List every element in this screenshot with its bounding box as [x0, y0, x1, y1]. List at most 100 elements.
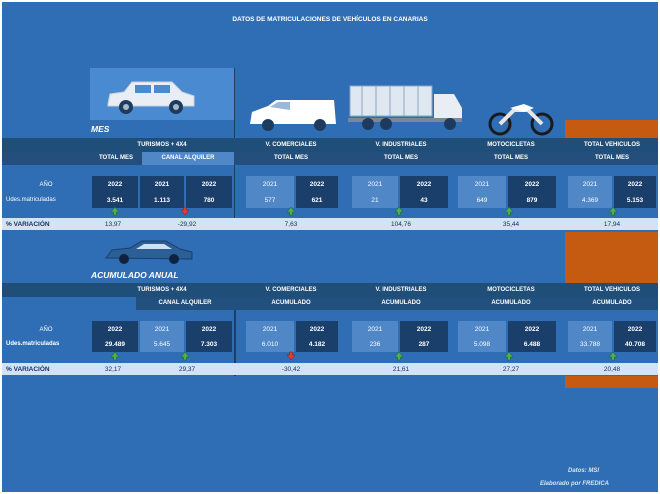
anual-section-label: ACUMULADO ANUAL [91, 270, 179, 280]
anual-total-year-2021: 2021 [568, 321, 612, 337]
anual-total-value-2021: 33.788 [568, 336, 612, 352]
mes-total-value-2021: 4.369 [568, 192, 612, 208]
anual-moto-var: 27,27 [502, 365, 520, 373]
mes-vcom-value-2021: 577 [246, 192, 294, 208]
anual-vcom-value-2021: 6.010 [246, 336, 294, 352]
mes-moto-value-2021: 649 [458, 192, 506, 208]
anual-turismos-header: TURISMOS + 4X4 [137, 287, 187, 293]
mes-header-band [2, 138, 658, 152]
anual-total-year-2022: 2022 [614, 321, 656, 337]
mes-vind-total-mes: TOTAL MES [383, 155, 418, 161]
mes-vcom-total-mes: TOTAL MES [273, 155, 308, 161]
mes-vind-var: 104,76 [391, 220, 411, 228]
anual-vcom-acumulado: ACUMULADO [271, 300, 311, 306]
anual-vcom-var: -30,42 [281, 365, 301, 373]
anual-alquiler-value-2021: 5.645 [140, 336, 184, 352]
mes-total-year-2021: 2021 [568, 176, 612, 192]
mes-vind-year-2021: 2021 [352, 176, 398, 192]
mes-vcom-year-2022: 2022 [296, 176, 338, 192]
anual-vcom-year-2021: 2021 [246, 321, 294, 337]
mes-alquiler-year-2021: 2021 [140, 176, 184, 192]
mes-turismos-year-2022: 2022 [92, 176, 138, 192]
arrow-up-icon [504, 206, 514, 216]
mes-vcom-year-2021: 2021 [246, 176, 294, 192]
anual-divider [234, 310, 236, 376]
anual-moto-header: MOTOCICLETAS [487, 287, 535, 293]
anual-moto-value-2022: 6.488 [508, 336, 556, 352]
van-icon [250, 100, 336, 131]
car-icon [107, 81, 195, 114]
arrow-up-icon [180, 351, 190, 361]
mes-row-units-label: Udes.matriculadas [6, 197, 56, 203]
mes-turismos-header: TURISMOS + 4X4 [137, 142, 187, 148]
anual-vind-value-2022: 287 [400, 336, 448, 352]
mes-moto-total-mes: TOTAL MES [493, 155, 528, 161]
anual-vind-year-2021: 2021 [352, 321, 398, 337]
mes-total-value-2022: 5.153 [614, 192, 656, 208]
total-accent-bottom [565, 376, 658, 388]
page-title: DATOS DE MATRICULACIONES DE VEHÍCULOS EN… [232, 16, 428, 23]
author-note: Elaborado por FREDICA [540, 481, 610, 487]
mes-vind-value-2021: 21 [352, 192, 398, 208]
anual-total-var: 20,48 [603, 365, 621, 373]
mes-vind-value-2022: 43 [400, 192, 448, 208]
arrow-up-icon [394, 206, 404, 216]
anual-subheader-gap [2, 297, 136, 310]
motorcycle-icon [488, 104, 554, 136]
arrow-up-icon [110, 351, 120, 361]
mes-total-total-mes: TOTAL MES [594, 155, 629, 161]
anual-row-units-label: Udes.matriculadas [6, 341, 60, 347]
anual-turismos-value-2022: 29.489 [92, 336, 138, 352]
mes-variation-row [2, 218, 658, 230]
anual-total-value-2022: 40.708 [614, 336, 656, 352]
sedan-icon [105, 240, 193, 264]
anual-turismos-var: 32,17 [104, 365, 122, 373]
truck-icon [348, 85, 462, 130]
anual-turismos-year-2022: 2022 [92, 321, 138, 337]
arrow-up-icon [504, 351, 514, 361]
anual-alquiler-value-2022: 7.303 [186, 336, 232, 352]
arrow-up-icon [394, 351, 404, 361]
anual-vcom-value-2022: 4.182 [296, 336, 338, 352]
mes-alquiler-var: -29,92 [177, 220, 197, 228]
mes-alquiler-year-2022: 2022 [186, 176, 232, 192]
mes-moto-year-2022: 2022 [508, 176, 556, 192]
anual-vind-year-2022: 2022 [400, 321, 448, 337]
anual-vind-value-2021: 236 [352, 336, 398, 352]
mes-moto-header: MOTOCICLETAS [487, 142, 535, 148]
anual-canal-alquiler: CANAL ALQUILER [158, 300, 212, 306]
anual-vind-acumulado: ACUMULADO [381, 300, 421, 306]
mes-row-year-label: AÑO [39, 182, 53, 188]
mes-turismos-value-2022: 3.541 [92, 192, 138, 208]
anual-variation-row [2, 363, 658, 375]
mes-vcom-var: 7,63 [284, 220, 298, 228]
source-note: Datos: MSI [568, 468, 600, 474]
mes-vind-year-2022: 2022 [400, 176, 448, 192]
arrow-up-icon [286, 206, 296, 216]
mes-turismos-total-mes: TOTAL MES [98, 155, 133, 161]
mes-alquiler-value-2021: 1.113 [140, 192, 184, 208]
anual-alquiler-year-2022: 2022 [186, 321, 232, 337]
anual-vind-var: 21,61 [392, 365, 410, 373]
mes-moto-var: 35,44 [502, 220, 520, 228]
anual-row-year-label: AÑO [39, 327, 53, 333]
anual-moto-year-2022: 2022 [508, 321, 556, 337]
anual-alquiler-var: 29,37 [178, 365, 196, 373]
total-accent-mid [565, 232, 658, 284]
anual-alquiler-year-2021: 2021 [140, 321, 184, 337]
mes-turismos-var: 13,97 [104, 220, 122, 228]
arrow-down-icon [286, 351, 296, 361]
anual-total-header: TOTAL VEHICULOS [583, 287, 640, 293]
arrow-down-icon [180, 206, 190, 216]
arrow-up-icon [110, 206, 120, 216]
mes-alquiler-highlight [142, 152, 234, 165]
anual-moto-acumulado: ACUMULADO [491, 300, 531, 306]
arrow-up-icon [608, 206, 618, 216]
mes-vcom-header: V. COMERCIALES [265, 142, 317, 148]
anual-header-band [2, 283, 658, 297]
anual-vcom-year-2022: 2022 [296, 321, 338, 337]
mes-section-label: MES [91, 124, 110, 134]
anual-total-acumulado: ACUMULADO [592, 300, 632, 306]
total-accent-top [565, 120, 658, 140]
